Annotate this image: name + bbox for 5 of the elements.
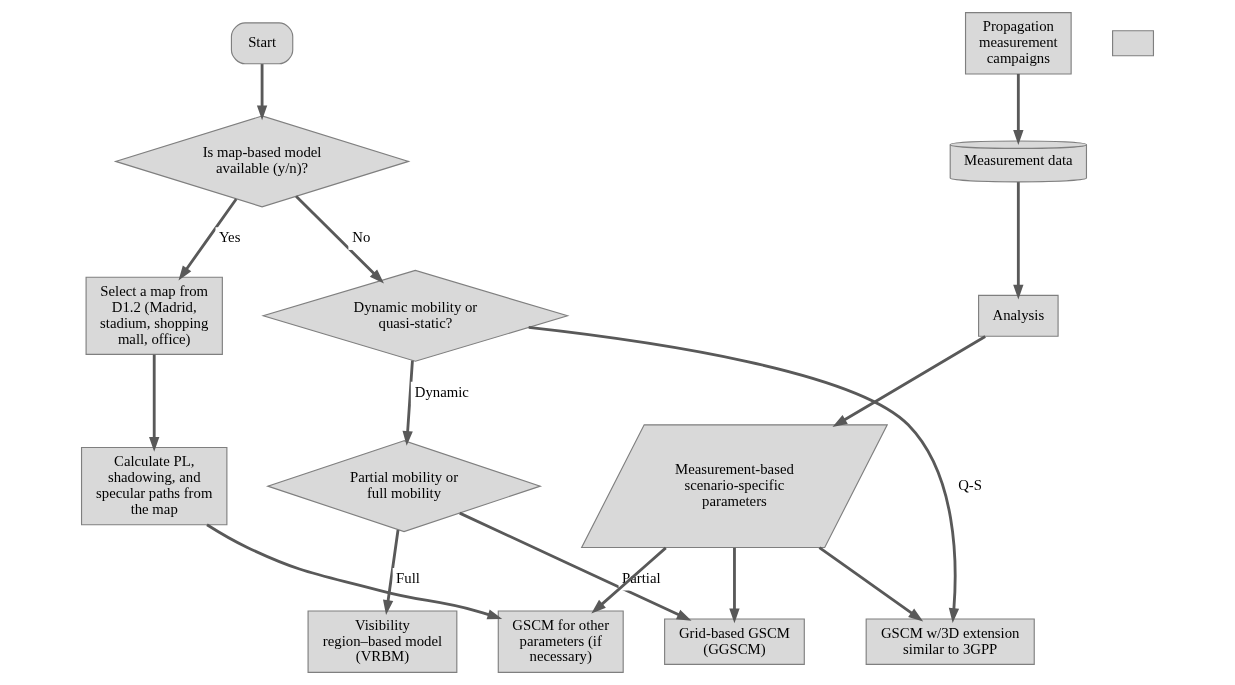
edge-label: Full <box>396 570 420 587</box>
edge-label: Dynamic <box>414 383 469 400</box>
edge-label: Yes <box>218 229 241 246</box>
edge-label: Q-S <box>958 477 982 493</box>
edge-label: No <box>352 229 371 246</box>
